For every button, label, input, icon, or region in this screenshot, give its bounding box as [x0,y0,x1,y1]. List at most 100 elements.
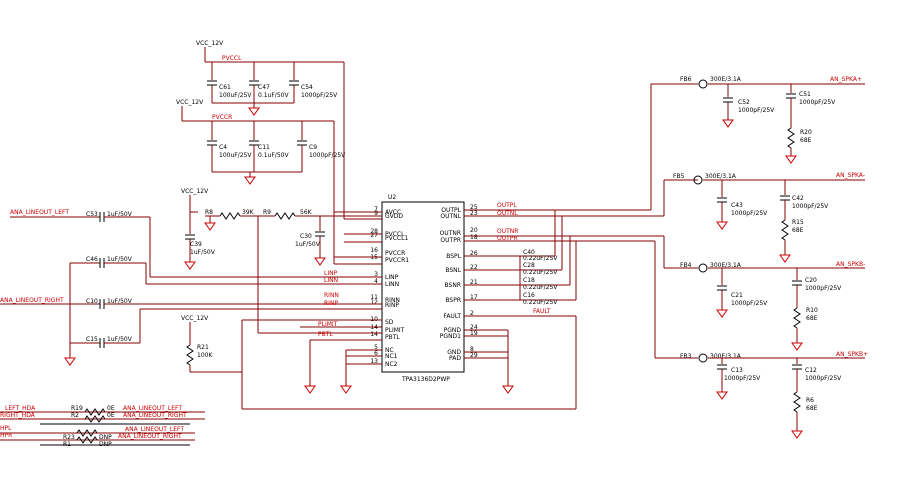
ic-pin-number: 12 [370,299,378,306]
ic-pin-number: 28 [370,228,378,235]
c43-ref: C43 [731,202,743,209]
ic-pin-name: BSPR [445,297,461,304]
ic-pin-number: 8 [470,346,474,353]
ic-pin-number: 14 [370,331,378,338]
ic-pin-number: 6 [374,350,378,357]
fb6-val: 300E/3.1A [710,76,742,83]
c12-val: 1000pF/25V [805,375,842,382]
c4-ref: C4 [219,144,227,151]
c18-ref: C18 [523,277,535,284]
r15-ref: R15 [792,219,804,226]
c16-ref: C16 [523,292,535,299]
c42-ref: C42 [792,195,804,202]
fb3-ref: FB3 [680,353,692,360]
fb5-val: 300E/3.1A [705,173,737,180]
r8-val: 39K [242,209,255,216]
c12-ref: C12 [805,367,817,374]
r19-ref: R19 [71,405,83,412]
ic-pin-name: PLIMIT [385,327,405,334]
ic-pin-number: 24 [470,324,478,331]
c54-ref: C54 [301,84,313,91]
ic-pin-number: 13 [370,358,378,365]
c11-ref: C11 [258,144,270,151]
c15-val: 1uF/50V [107,336,133,343]
ic-pin-name: PVCCR [385,250,405,257]
ic-pin-number: 2 [470,310,474,317]
ic-pin-name: NC1 [385,353,398,360]
ic-pin-name: PBTL [385,334,400,341]
c20-ref: C20 [805,277,817,284]
ic-pin-name: NC2 [385,361,398,368]
c9-val: 1000pF/25V [309,152,346,159]
ic-pin-name: PVCCL [385,231,405,238]
ic-pin-number: 9 [374,210,378,217]
c28-ref: C28 [523,262,535,269]
ic-pin-number: 21 [470,279,478,286]
c30-ref: C30 [300,233,312,240]
ic-pin-name: AVCC [385,209,401,216]
ic-pin-number: 17 [470,294,478,301]
r1-ref: R1 [63,441,71,448]
ic-pin-name: NC [385,347,394,354]
c39-val: 1uF/50V [190,249,216,256]
ic-pin-name: PGND [444,327,462,334]
filter-fb3: FB3 300E/3.1A AN_SPKB+ C13 1000pF/25V C1… [680,351,868,439]
c42-val: 1000pF/25V [792,203,829,210]
vcc-label-4: VCC_12V [181,315,209,322]
spkb-n-label: AN_SPKB- [836,261,865,268]
r6-ref: R6 [806,397,814,404]
ic-pin-name: OUTPR [440,237,461,244]
c11-val: 0.1uF/50V [258,152,289,159]
c15-ref: C15 [86,336,98,343]
r21-ref: R21 [197,344,209,351]
ana-left-label-2: ANA_LINEOUT_LEFT [123,405,182,412]
spka-p-label: AN_SPKA+ [830,76,862,83]
ic-pin-number: 19 [470,330,478,337]
vcc-label-3: VCC_12V [181,188,209,195]
ic-pin-name: OUTNR [440,230,461,237]
c61-ref: C61 [219,84,231,91]
r9-val: 56K [300,209,313,216]
c53-ref: C53 [86,211,98,218]
vcc-label-2: VCC_12V [176,99,204,106]
ic-u2: U2 TPA3136D2PWP [381,194,465,383]
ic-pin-name: PGND1 [440,333,461,340]
ana-left-label: ANA_LINEOUT_LEFT [10,209,69,216]
c51-ref: C51 [799,91,811,98]
spkb-p-label: AN_SPKB+ [836,351,868,358]
ic-pin-name: BSPL [446,253,461,260]
vcc-label-1: VCC_12V [196,40,224,47]
r2-ref: R2 [71,412,79,419]
c16-val: 0.22uF/25V [523,299,558,306]
r20-val: 68E [800,137,812,144]
linp-net-label: LINP [324,270,338,277]
rinn-net-label: RINN [324,292,339,299]
r20-ref: R20 [800,129,812,136]
ic-pin-name: OUTPL [441,207,461,214]
outpl-net-label: OUTPL [497,202,517,209]
c51-val: 1000pF/25V [799,99,836,106]
linn-net-label: LINN [324,277,338,284]
c61-val: 100uF/25V [219,92,252,99]
c10-val: 1uF/50V [107,298,133,305]
spka-n-label: AN_SPKA- [836,172,865,179]
r10-ref: R10 [806,307,818,314]
ana-right-label-3: ANA_LINEOUT_RIGHT [118,433,182,440]
c46-val: 1uF/50V [107,256,133,263]
r21-val: 100K [197,352,213,359]
r6-val: 68E [806,405,818,412]
right-hda-label: RIGHT_HDA [0,412,36,419]
c13-ref: C13 [731,367,743,374]
fb3-val: 300E/3.1A [710,353,742,360]
r15-val: 68E [792,227,804,234]
r23-ref: R23 [63,434,75,441]
ic-pin-name: SD [385,319,394,326]
c46-ref: C46 [86,256,98,263]
ic-pin-name: RINP [385,302,399,309]
c53-val: 1uF/50V [107,211,133,218]
ic-pin-number: 16 [370,247,378,254]
r8-ref: R8 [205,209,213,216]
output-section: OUTPL OUTNL OUTNR OUTPR C40 0.22uF/25V C… [464,83,698,394]
ic-pin-number: 5 [374,344,378,351]
